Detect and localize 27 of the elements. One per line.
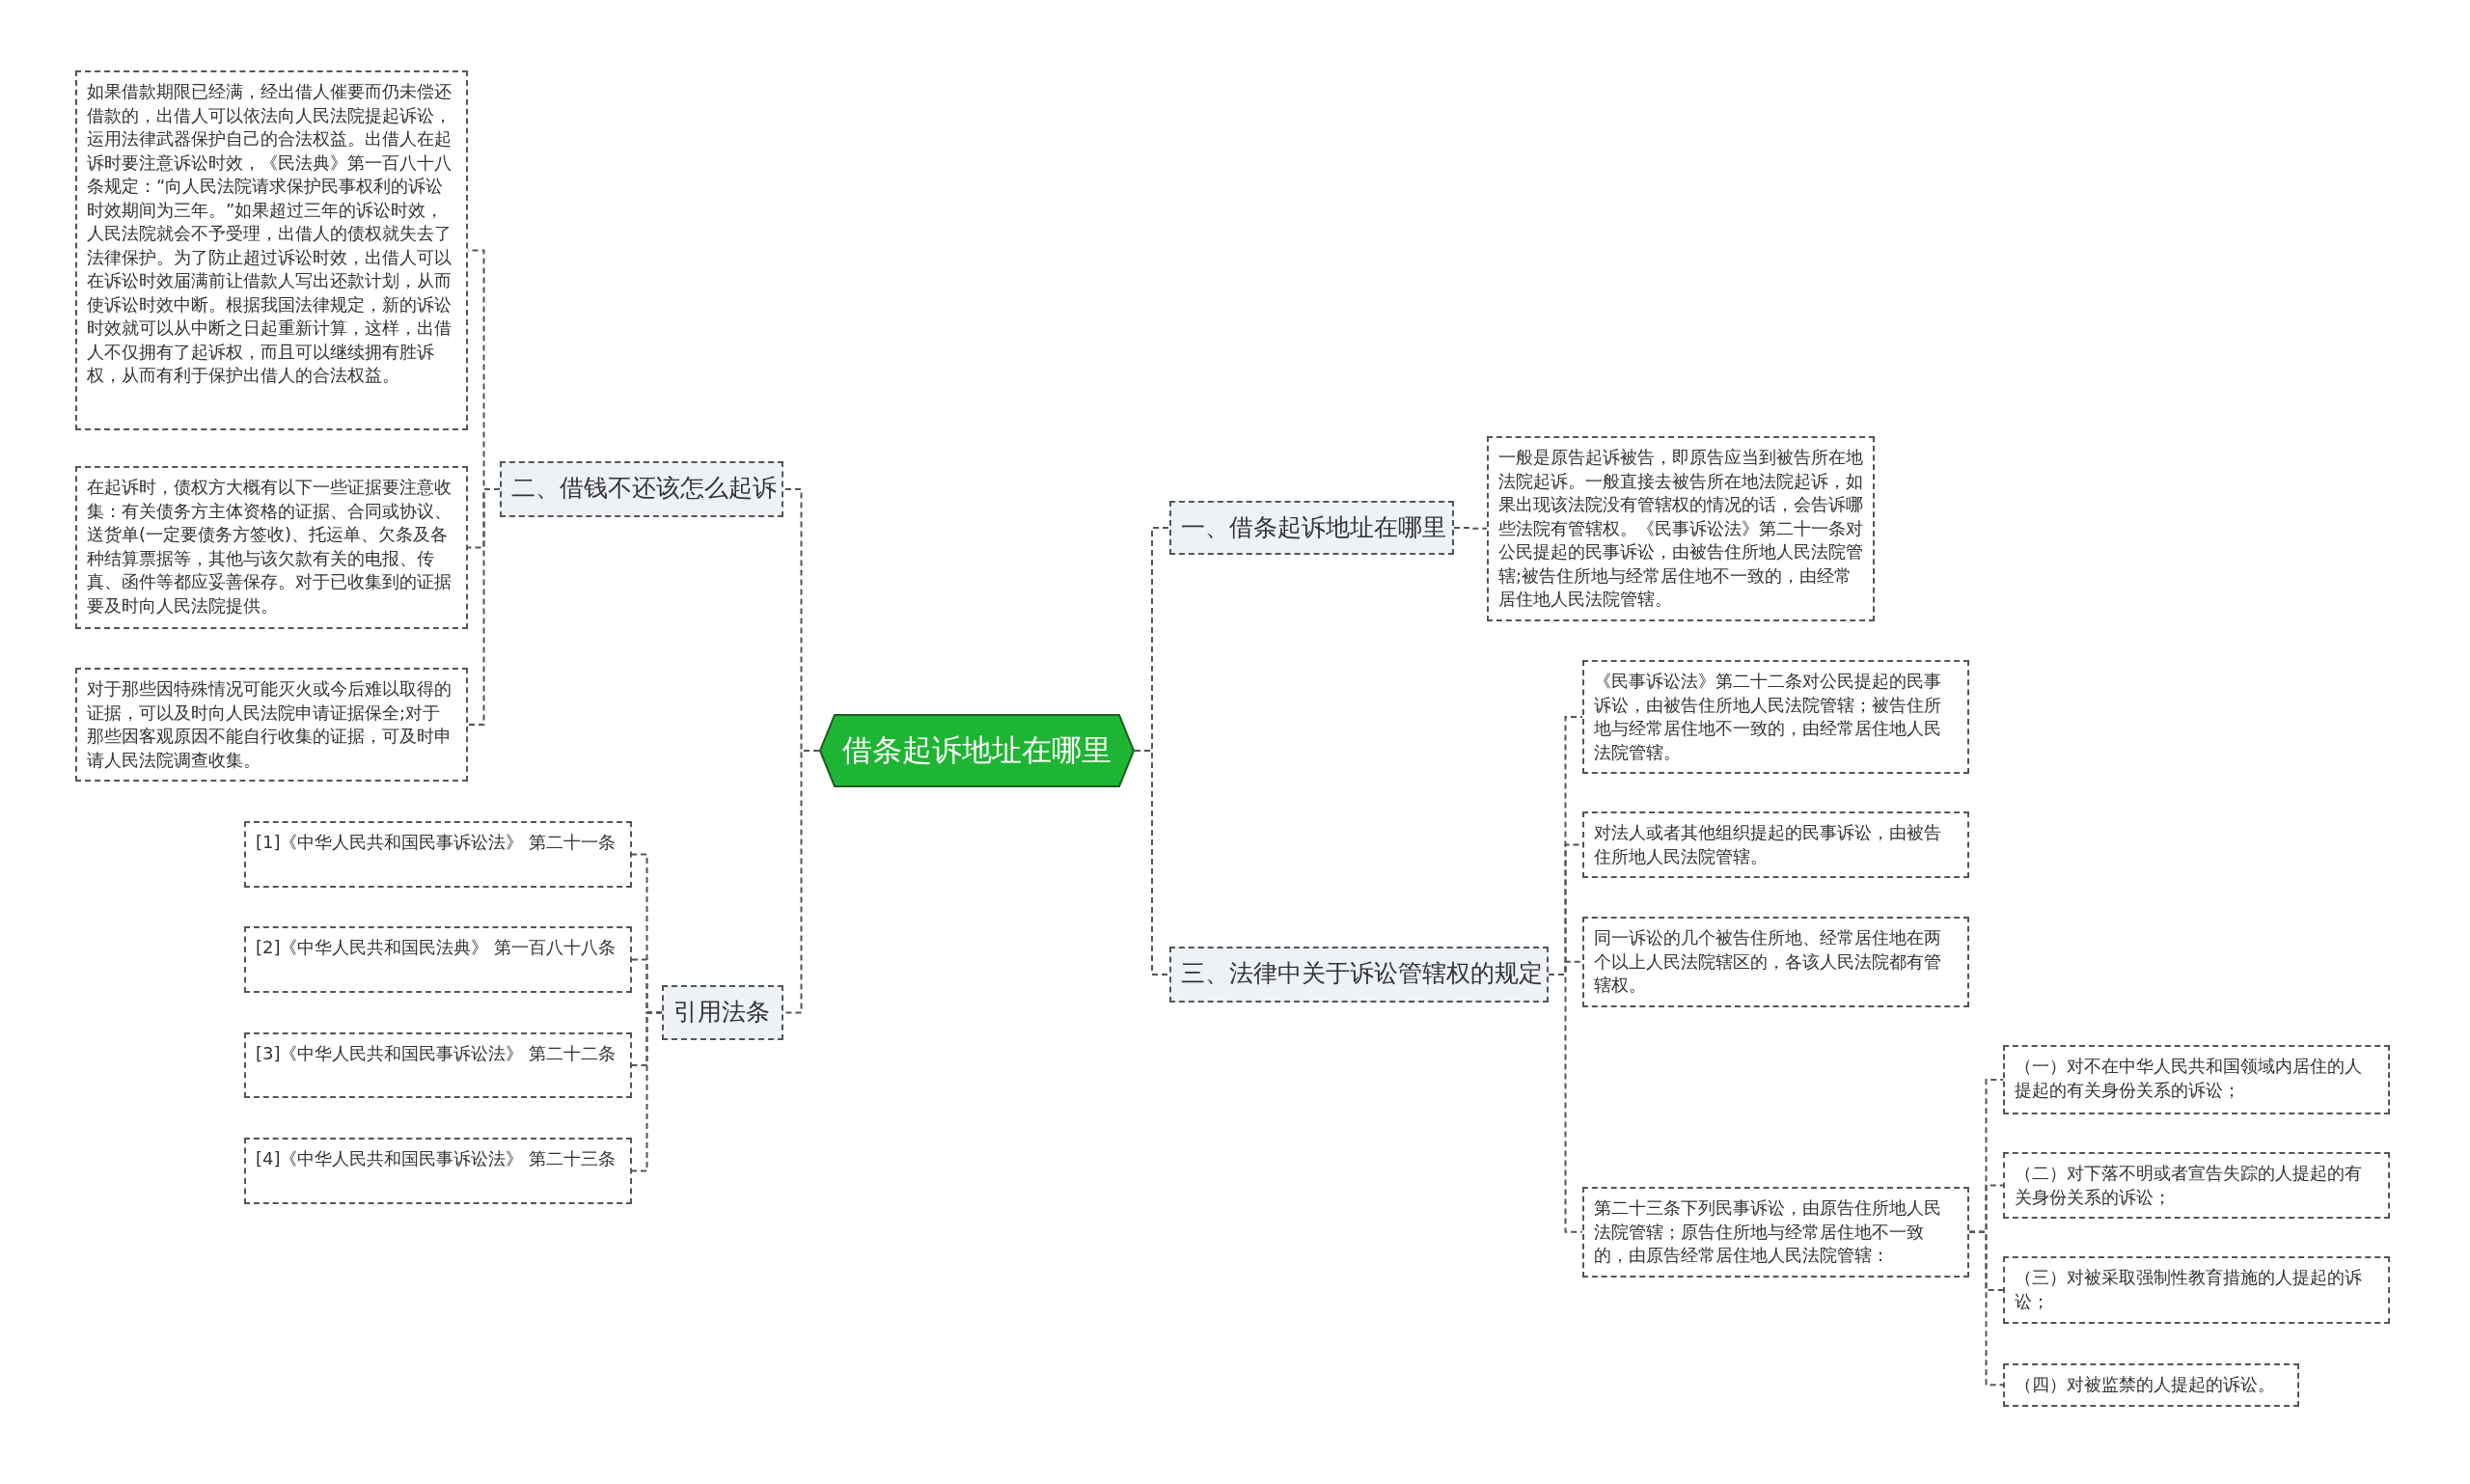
note-box: 第二十三条下列民事诉讼，由原告住所地人民法院管辖；原告住所地与经常居住地不一致的，由原告经常居住地人民法院管辖： xyxy=(1582,1187,1969,1278)
connector xyxy=(467,488,501,726)
note-box: 对法人或者其他组织提起的民事诉讼，由被告住所地人民法院管辖。 xyxy=(1582,811,1969,878)
connector xyxy=(1968,1230,2004,1387)
note-box: （二）对下落不明或者宣告失踪的人提起的有关身份关系的诉讼； xyxy=(2003,1152,2390,1219)
note-box: （一）对不在中华人民共和国领域内居住的人提起的有关身份关系的诉讼； xyxy=(2003,1045,2390,1114)
note-box: 一般是原告起诉被告，即原告应当到被告所在地法院起诉。一般直接去被告所在地法院起诉，如果出现该法院没有管辖权的情况的话，会告诉哪些法院有管辖权。《民事诉讼法》第二十一条对公民提起的民事诉讼，由被告住所地人民法院管辖;被告住所地与经常居住地不一致的，由经常居住地人民法院管辖。 xyxy=(1487,436,1875,621)
topic-box: 二、借钱不还该怎么起诉 xyxy=(500,461,783,517)
note-box: [3]《中华人民共和国民事诉讼法》 第二十二条 xyxy=(244,1032,632,1098)
note-box: [1]《中华人民共和国民事诉讼法》 第二十一条 xyxy=(244,821,632,888)
note-box: [4]《中华人民共和国民事诉讼法》 第二十三条 xyxy=(244,1138,632,1204)
connector xyxy=(1134,750,1170,976)
note-box: 在起诉时，债权方大概有以下一些证据要注意收集：有关债务方主体资格的证据、合同或协议、送货单(一定要债务方签收)、托运单、欠条及各种结算票据等，其他与该欠款有关的电报、传真、函件等都应妥善保存。对于已收集到的证据要及时向人民法院提供。 xyxy=(75,466,468,629)
topic-box: 一、借条起诉地址在哪里 xyxy=(1169,501,1454,555)
note-box: 《民事诉讼法》第二十二条对公民提起的民事诉讼，由被告住所地人民法院管辖；被告住所地与经常居住地不一致的，由经常居住地人民法院管辖。 xyxy=(1582,660,1969,774)
connector xyxy=(631,1011,663,1172)
topic-box: 三、法律中关于诉讼管辖权的规定 xyxy=(1169,947,1549,1003)
central-topic: 借条起诉地址在哪里 xyxy=(819,714,1135,787)
note-box: （三）对被采取强制性教育措施的人提起的诉讼； xyxy=(2003,1256,2390,1324)
note-box: （四）对被监禁的人提起的诉讼。 xyxy=(2003,1363,2299,1407)
note-box: 如果借款期限已经满，经出借人催要而仍未偿还借款的，出借人可以依法向人民法院提起诉讼，运用法律武器保护自己的合法权益。出借人在起诉时要注意诉讼时效，《民法典》第一百八十八条规定：“向人民法院请求保护民事权利的诉讼时效期间为三年。”如果超过三年的诉讼时效，人民法院就会不予受理，出借人的债权就失去了法律保护。为了防止超过诉讼时效，出借人可以在诉讼时效届满前让借款人写出还款计划，从而使诉讼时效中断。根据我国法律规定，新的诉讼时效就可以从中断之日起重新计算，这样，出借人不仅拥有了起诉权，而且可以继续拥有胜诉权，从而有利于保护出借人的合法权益。 xyxy=(75,70,468,430)
note-box: [2]《中华人民共和国民法典》 第一百八十八条 xyxy=(244,926,632,993)
connector xyxy=(1453,527,1488,530)
topic-box: 引用法条 xyxy=(662,985,783,1040)
connector xyxy=(1548,974,1583,1233)
note-box: 同一诉讼的几个被告住所地、经常居住地在两个以上人民法院辖区的，各该人民法院都有管辖权。 xyxy=(1582,917,1969,1007)
note-box: 对于那些因特殊情况可能灭火或今后难以取得的证据，可以及时向人民法院申请证据保全;对于那些因客观原因不能自行收集的证据，可及时申请人民法院调查收集。 xyxy=(75,668,468,782)
